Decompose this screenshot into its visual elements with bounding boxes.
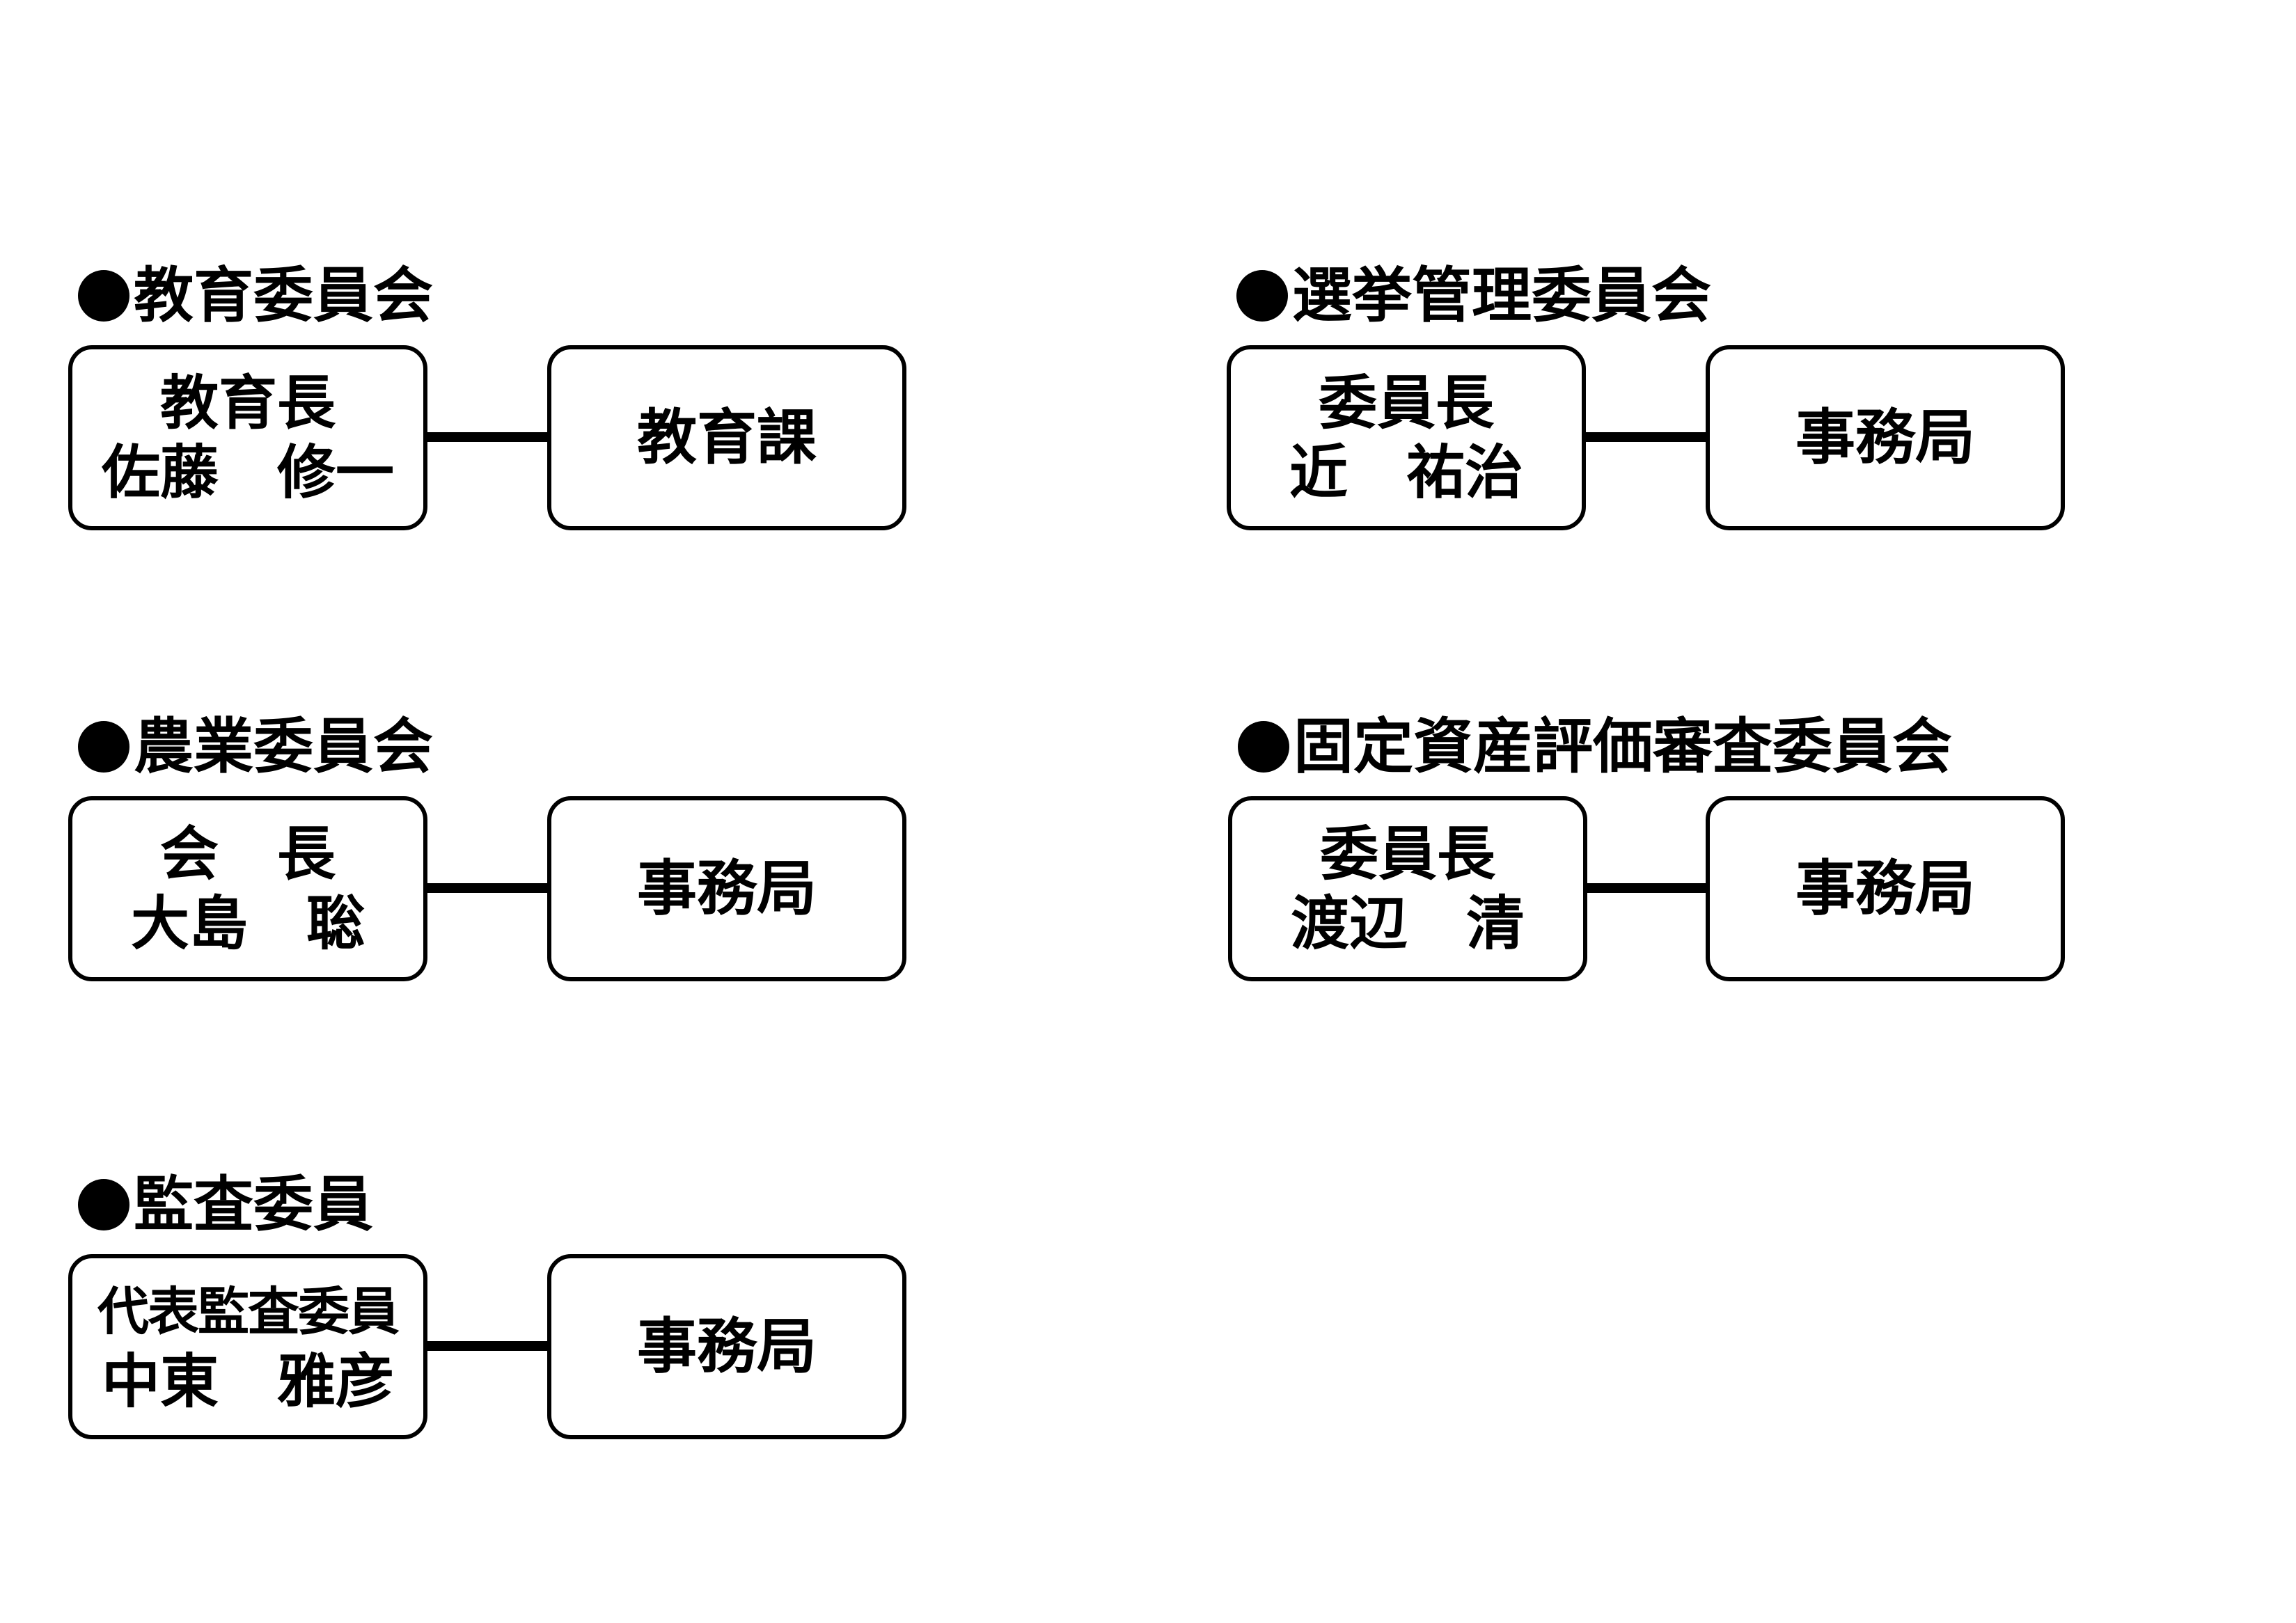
section-title-text: 選挙管理委員会	[1292, 261, 1711, 331]
section-title: 固定資産評価審査委員会	[1238, 708, 1952, 785]
office-name: 教育課	[637, 403, 817, 473]
section-title-text: 教育委員会	[134, 261, 433, 331]
bullet-icon	[78, 721, 129, 773]
head-box: 会 長 大島 聡	[68, 796, 427, 981]
connector-line	[1586, 432, 1706, 442]
head-title: 会 長	[159, 820, 336, 888]
head-name: 大島 聡	[130, 889, 365, 958]
head-name: 渡辺 清	[1290, 889, 1525, 958]
connector-line	[427, 883, 547, 893]
connector-line	[427, 432, 547, 442]
office-box: 事務局	[1706, 796, 2065, 981]
head-title: 代表監査委員	[97, 1282, 400, 1342]
section-title: 選挙管理委員会	[1236, 258, 1711, 334]
section-title-text: 固定資産評価審査委員会	[1294, 712, 1952, 782]
section-title-text: 農業委員会	[134, 712, 433, 782]
head-box: 教育長 佐藤 修一	[68, 345, 427, 530]
head-title: 委員長	[1318, 369, 1494, 437]
office-box: 事務局	[547, 1254, 906, 1439]
office-name: 事務局	[1795, 403, 1975, 473]
head-name: 佐藤 修一	[101, 438, 394, 507]
office-name: 事務局	[637, 1312, 817, 1381]
head-name: 近 祐治	[1289, 438, 1523, 507]
head-box: 代表監査委員 中東 雅彦	[68, 1254, 427, 1439]
section-audit-commissioner: 監査委員 代表監査委員 中東 雅彦 事務局	[68, 1166, 973, 1487]
connector-line	[427, 1341, 547, 1351]
section-education-board: 教育委員会 教育長 佐藤 修一 教育課	[68, 258, 973, 578]
section-title: 監査委員	[78, 1166, 373, 1243]
bullet-icon	[1238, 721, 1289, 773]
head-box: 委員長 近 祐治	[1227, 345, 1586, 530]
section-election-board: 選挙管理委員会 委員長 近 祐治 事務局	[1227, 258, 2132, 578]
section-agriculture-board: 農業委員会 会 長 大島 聡 事務局	[68, 708, 973, 1029]
office-box: 事務局	[1706, 345, 2065, 530]
office-box: 教育課	[547, 345, 906, 530]
section-property-assessment-board: 固定資産評価審査委員会 委員長 渡辺 清 事務局	[1228, 708, 2133, 1029]
connector-line	[1587, 883, 1707, 893]
section-title: 教育委員会	[78, 258, 433, 334]
bullet-icon	[1236, 270, 1288, 322]
office-name: 事務局	[1795, 854, 1975, 924]
head-name: 中東 雅彦	[101, 1347, 394, 1416]
head-title: 教育長	[159, 369, 336, 437]
head-title: 委員長	[1319, 820, 1495, 888]
section-title-text: 監査委員	[134, 1170, 373, 1240]
bullet-icon	[78, 1179, 129, 1230]
head-box: 委員長 渡辺 清	[1228, 796, 1587, 981]
section-title: 農業委員会	[78, 708, 433, 785]
office-box: 事務局	[547, 796, 906, 981]
bullet-icon	[78, 270, 129, 322]
office-name: 事務局	[637, 854, 817, 924]
